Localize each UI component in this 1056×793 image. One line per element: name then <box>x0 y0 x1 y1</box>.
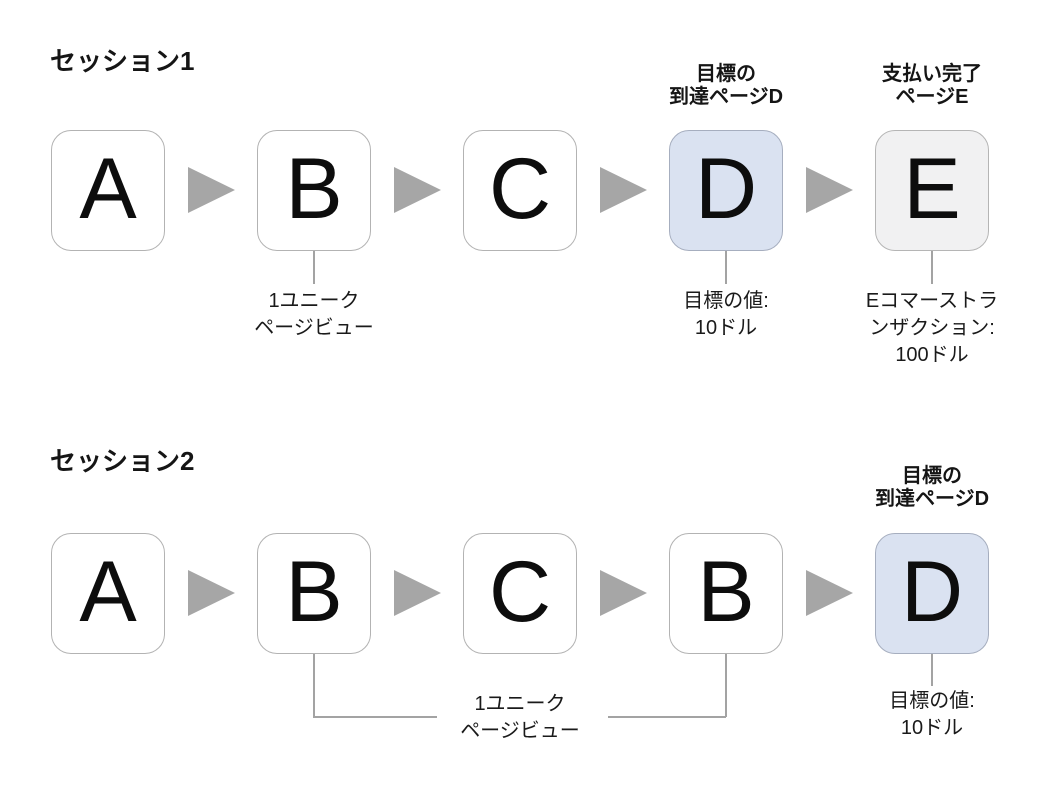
arrow-right-icon <box>600 570 647 616</box>
s1-note-ecommerce-line1: Eコマーストラ <box>865 290 999 312</box>
connector-line <box>931 251 933 284</box>
s1-goal-page-label-line2: 到達ページD <box>668 86 784 108</box>
arrow-right-icon <box>806 570 853 616</box>
s1-note-unique-pageview-line2: ページビュー <box>254 317 374 339</box>
s2-note-unique-pageview-line1: 1ユニーク <box>474 693 566 715</box>
s2-page-letter-b1: B <box>285 543 343 640</box>
s1-note-goal-value: 目標の値: 10ドル <box>616 288 836 342</box>
connector-line <box>608 716 726 718</box>
arrow-right-icon <box>188 167 235 213</box>
s2-note-unique-pageview: 1ユニーク ページビュー <box>410 691 630 745</box>
connector-line <box>931 654 933 686</box>
connector-line <box>313 251 315 284</box>
s2-page-box-d-goal: D <box>875 533 989 654</box>
s1-page-letter-a: A <box>79 140 137 237</box>
s2-goal-page-label-line2: 到達ページD <box>874 488 990 510</box>
s2-page-letter-d: D <box>900 543 964 640</box>
s2-note-goal-value: 目標の値: 10ドル <box>822 688 1042 742</box>
s2-page-box-b1: B <box>257 533 371 654</box>
s1-payment-page-label-line1: 支払い完了 <box>882 63 982 85</box>
s2-page-box-a: A <box>51 533 165 654</box>
s2-page-letter-b2: B <box>697 543 755 640</box>
arrow-right-icon <box>188 570 235 616</box>
s1-page-box-e-payment: E <box>875 130 989 251</box>
s1-page-letter-b: B <box>285 140 343 237</box>
s2-page-box-c: C <box>463 533 577 654</box>
s1-page-letter-c: C <box>488 140 552 237</box>
s1-note-goal-value-line1: 目標の値: <box>683 290 769 312</box>
connector-line <box>725 654 727 717</box>
s1-note-ecommerce-line2: ンザクション: <box>869 317 995 339</box>
connector-line <box>313 654 315 717</box>
s1-payment-page-label-line2: ページE <box>895 86 969 108</box>
s2-goal-page-label: 目標の 到達ページD <box>822 465 1042 511</box>
arrow-right-icon <box>394 167 441 213</box>
arrow-right-icon <box>806 167 853 213</box>
s1-page-box-b: B <box>257 130 371 251</box>
s1-page-letter-e: E <box>903 140 961 237</box>
s2-note-unique-pageview-line2: ページビュー <box>460 720 580 742</box>
s2-page-letter-c: C <box>488 543 552 640</box>
s2-page-letter-a: A <box>79 543 137 640</box>
s2-note-goal-value-line2: 10ドル <box>900 717 964 739</box>
s1-note-goal-value-line2: 10ドル <box>694 317 758 339</box>
s1-note-ecommerce-line3: 100ドル <box>895 344 969 366</box>
session2-title: セッション2 <box>50 446 195 476</box>
s1-note-ecommerce-transaction: Eコマーストラ ンザクション: 100ドル <box>822 288 1042 369</box>
s1-page-box-a: A <box>51 130 165 251</box>
s1-goal-page-label-line1: 目標の <box>696 63 756 85</box>
s1-goal-page-label: 目標の 到達ページD <box>616 63 836 109</box>
s1-note-unique-pageview-line1: 1ユニーク <box>268 290 360 312</box>
arrow-right-icon <box>394 570 441 616</box>
s1-page-box-c: C <box>463 130 577 251</box>
arrow-right-icon <box>600 167 647 213</box>
s1-payment-page-label: 支払い完了 ページE <box>822 63 1042 109</box>
s2-page-box-b2: B <box>669 533 783 654</box>
s1-page-letter-d: D <box>694 140 758 237</box>
session1-title: セッション1 <box>50 46 195 76</box>
s1-note-unique-pageview: 1ユニーク ページビュー <box>204 288 424 342</box>
s1-page-box-d-goal: D <box>669 130 783 251</box>
connector-line <box>725 251 727 284</box>
s2-note-goal-value-line1: 目標の値: <box>889 690 975 712</box>
connector-line <box>313 716 437 718</box>
s2-goal-page-label-line1: 目標の <box>902 465 962 487</box>
